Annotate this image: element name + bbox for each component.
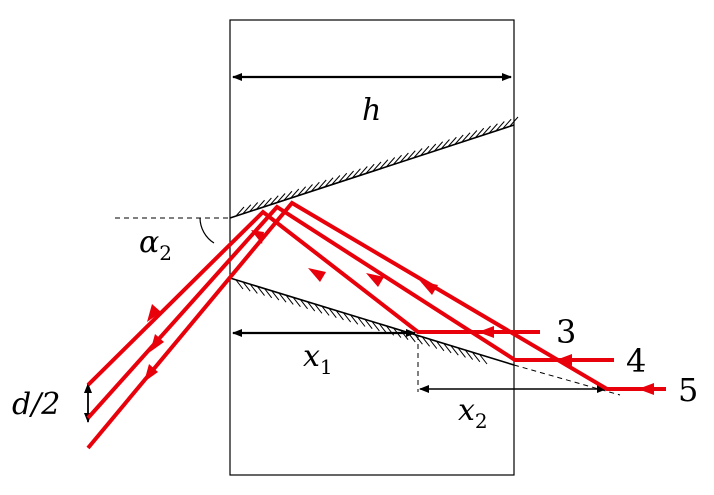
mirror-hatch-mark xyxy=(509,116,519,127)
mirror-hatch-mark xyxy=(406,150,416,161)
mirror-hatch-mark xyxy=(427,143,437,154)
mirror-hatch-mark xyxy=(357,317,366,327)
half-spacing-label: d/2 xyxy=(12,387,60,422)
light-rays xyxy=(86,200,666,450)
dashed-lower-mirror-extension xyxy=(513,364,621,396)
mirror-hatch-mark xyxy=(235,279,244,290)
mirror-hatch-mark xyxy=(283,190,293,201)
ray-arrowheads xyxy=(144,230,654,395)
mirror-hatch-mark xyxy=(386,157,396,167)
mirror-hatch-mark xyxy=(271,290,280,301)
mirror-hatch-mark xyxy=(400,152,409,163)
mirror-hatch-mark xyxy=(358,166,368,176)
mirror-hatch-mark xyxy=(328,308,337,318)
mirror-hatch-mark xyxy=(304,184,313,194)
mirror-hatch-mark xyxy=(352,168,361,179)
angle-arc xyxy=(199,217,215,244)
mirror-hatch-mark xyxy=(293,297,301,307)
mirror-hatch-mark xyxy=(317,179,327,190)
mirror-hatch-mark xyxy=(454,134,464,145)
mirror-hatch-mark xyxy=(345,170,354,181)
mirror-hatch-mark xyxy=(475,127,485,138)
ray-5-label: 5 xyxy=(678,371,698,409)
mirror-hatch-mark xyxy=(441,139,450,149)
mirror-hatch-mark xyxy=(297,186,307,197)
mirror-hatch-mark xyxy=(458,348,466,358)
x2-label: x2 xyxy=(458,393,488,433)
mirror-hatch-mark xyxy=(324,177,334,188)
mirror-hatch-mark xyxy=(285,295,294,305)
mirror-hatch-mark xyxy=(249,284,258,294)
mirror-hatch-mark xyxy=(479,354,488,365)
ray-5 xyxy=(86,200,666,450)
mirror-hatch-mark xyxy=(422,337,430,347)
mirror-hatch-mark xyxy=(436,341,445,352)
mirror-hatch-mark xyxy=(276,193,286,203)
mirror-hatch-mark xyxy=(489,123,498,134)
mirror-hatch-mark xyxy=(300,299,308,310)
ray-3-label: 3 xyxy=(556,313,576,351)
mirror-hatch-mark xyxy=(235,206,245,217)
mirror-hatch-mark xyxy=(461,132,471,143)
mirror-hatch-mark xyxy=(495,121,505,131)
angle-label: α2 xyxy=(139,225,172,265)
mirror-hatch-mark xyxy=(307,301,316,312)
mirror-hatch-mark xyxy=(343,312,352,323)
mirror-hatch-mark xyxy=(434,141,444,152)
mirror-hatch-mark xyxy=(257,286,265,296)
mirror-hatch-mark xyxy=(321,306,330,316)
mirror-hatch-mark xyxy=(472,352,481,363)
mirror-hatch-mark xyxy=(242,281,251,292)
mirror-hatch-mark xyxy=(450,345,459,356)
mirror-hatch-mark xyxy=(415,334,423,345)
mirror-hatch-mark xyxy=(465,350,474,360)
mirror-hatch-mark xyxy=(364,319,373,330)
mirror-hatch-mark xyxy=(420,145,430,156)
mirror-hatch-mark xyxy=(264,288,273,299)
mirror-hatch-mark xyxy=(331,175,341,185)
mirror-hatch-mark xyxy=(290,188,300,199)
mirror-hatch-mark xyxy=(338,172,348,183)
mirror-hatch-mark xyxy=(249,202,259,212)
mirror-hatch-mark xyxy=(429,339,438,349)
mirror-hatch-mark xyxy=(413,148,423,158)
ray-4-label: 4 xyxy=(626,342,646,380)
mirror-hatch-mark xyxy=(314,303,323,314)
mirror-hatch-mark xyxy=(269,195,279,206)
width-label: h xyxy=(362,93,381,128)
mirror-hatch-mark xyxy=(447,136,457,147)
mirror-hatch-mark xyxy=(482,125,491,136)
mirror-hatch-mark xyxy=(393,154,402,165)
mirror-hatch-mark xyxy=(379,159,389,170)
mirror-hatch-mark xyxy=(365,163,375,174)
mirror-hatch-mark xyxy=(502,118,512,129)
mirror-hatch-mark xyxy=(336,310,344,321)
mirror-hatch-mark xyxy=(443,343,452,354)
mirror-hatch-mark xyxy=(468,130,478,140)
mirror-hatch-mark xyxy=(278,292,287,303)
mirror-hatch-mark xyxy=(242,204,252,215)
mirror-hatch-mark xyxy=(256,199,265,210)
mirror-hatch-mark xyxy=(310,181,320,192)
x1-label: x1 xyxy=(303,339,333,379)
lower-mirror xyxy=(229,277,515,366)
mirror-hatch-mark xyxy=(350,314,359,325)
mirror-hatch-mark xyxy=(372,161,382,172)
mirror-hatch-mark xyxy=(263,197,272,208)
upper-mirror xyxy=(229,116,519,219)
